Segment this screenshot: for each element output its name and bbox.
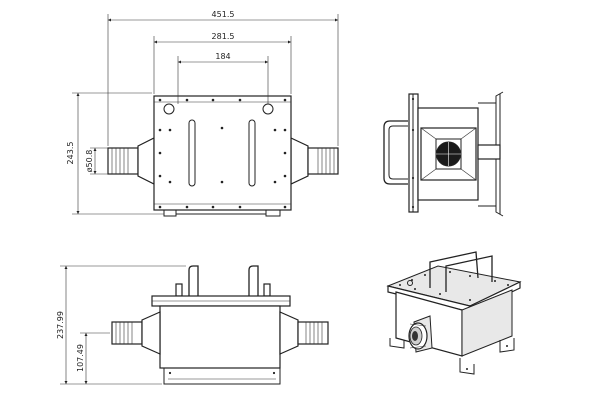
- right-outlet-pipe: [290, 137, 339, 185]
- top-view: 451.5 281.5 184 243.5 ø50.8: [66, 10, 339, 217]
- front-right-pipe: [279, 311, 329, 355]
- mount-tab-left: [163, 210, 177, 217]
- dim-front-overall-height: 237.99: [56, 265, 186, 385]
- mount-hole-left: [163, 103, 175, 115]
- front-box-body: [159, 305, 281, 369]
- iso-handle-left: [429, 251, 479, 288]
- iso-foot-left: [459, 358, 475, 375]
- dim-overall-height: 243.5: [66, 92, 164, 215]
- dim-front-port-height-label: 107.49: [76, 344, 85, 372]
- front-view: 237.99 107.49: [56, 265, 329, 385]
- side-bracket-top: [478, 91, 504, 104]
- iso-box-side: [461, 289, 513, 357]
- dim-slot-spacing-label: 184: [215, 52, 230, 61]
- side-handle-outer: [383, 120, 408, 185]
- side-bracket-bottom: [478, 205, 504, 217]
- dim-overall-height-label: 243.5: [66, 142, 75, 165]
- front-knob-right: [263, 283, 271, 297]
- dim-overall-width-label: 451.5: [212, 10, 235, 19]
- dim-overall-width: 451.5: [107, 10, 339, 146]
- front-left-pipe: [111, 311, 161, 355]
- front-handle-left: [188, 265, 199, 296]
- side-view: [383, 91, 504, 217]
- iso-handle-right: [445, 255, 493, 292]
- isometric-view: [386, 251, 522, 375]
- iso-foot-right: [499, 338, 515, 353]
- front-handle-right: [248, 265, 259, 296]
- slot-right: [248, 119, 256, 187]
- front-base-mount: [163, 368, 281, 385]
- dim-flange-width-label: 281.5: [212, 32, 235, 41]
- dim-slot-spacing: 184: [177, 52, 269, 104]
- left-inlet-pipe: [107, 137, 155, 185]
- dim-port-diameter-label: ø50.8: [85, 150, 94, 173]
- dim-flange-width: 281.5: [153, 32, 292, 94]
- front-knob-left: [175, 283, 183, 297]
- dim-port-diameter: ø50.8: [85, 147, 108, 175]
- mount-tab-right: [265, 210, 281, 217]
- iso-foot-rear: [389, 338, 405, 349]
- bolt-pattern: [158, 98, 287, 209]
- flange-plate: [153, 95, 292, 211]
- dim-front-port-height: 107.49: [76, 332, 110, 384]
- side-outlet-stub: [477, 144, 501, 160]
- dim-front-overall-height-label: 237.99: [56, 311, 65, 339]
- side-handle-inner: [388, 125, 408, 180]
- side-port-pyramid: [420, 127, 477, 181]
- slot-left: [188, 119, 196, 187]
